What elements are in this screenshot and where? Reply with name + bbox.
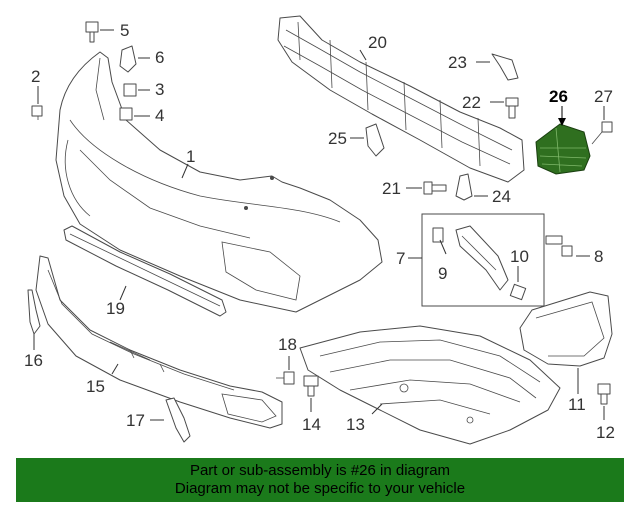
part-13-under-cover[interactable] [299,325,561,445]
callout-16: 16 [24,351,43,370]
info-banner: Part or sub-assembly is #26 in diagram D… [16,458,624,502]
callout-27: 27 [594,87,613,106]
part-22-bolt[interactable] [490,97,519,119]
part-12-clip[interactable] [597,383,611,420]
part-17-side-strip[interactable] [165,397,191,443]
part-20-bumper-beam[interactable] [277,15,525,183]
part-18-bolt[interactable] [276,356,295,385]
part-25-bracket[interactable] [350,123,385,157]
callout-26: 26 [549,87,568,106]
part-21-bolt[interactable] [406,181,447,195]
callout-8: 8 [594,247,603,266]
part-4-nut[interactable] [119,107,150,121]
callout-23: 23 [448,53,467,72]
callout-11: 11 [568,395,586,414]
callout-15: 15 [86,377,105,396]
callout-21: 21 [382,179,401,198]
callout-1: 1 [186,147,195,166]
part-16-sensor-bracket[interactable] [27,289,41,350]
banner-line-2: Diagram may not be specific to your vehi… [174,480,466,497]
part-11-side-cover[interactable] [519,291,613,394]
part-14-clip[interactable] [303,375,319,412]
callout-2: 2 [31,67,40,86]
part-8-bolt[interactable] [545,235,590,257]
part-24-bracket[interactable] [455,173,488,201]
callout-5: 5 [120,21,129,40]
part-15-lower-valance[interactable] [35,255,283,429]
callout-24: 24 [492,187,511,206]
part-2-bolt[interactable] [31,86,43,120]
part-23-bracket[interactable] [476,53,519,81]
callout-9: 9 [438,264,447,283]
banner-line-1: Part or sub-assembly is #26 in diagram [189,462,451,479]
callout-22: 22 [462,93,481,112]
callout-20: 20 [368,33,387,52]
part-27-bolt[interactable] [591,106,613,145]
callout-18: 18 [278,335,297,354]
callout-25: 25 [328,129,347,148]
callout-19: 19 [106,299,125,318]
part-19-molding-strip[interactable] [63,225,227,317]
callout-6: 6 [155,48,164,67]
callout-labels: 5 6 3 4 2 1 20 23 22 25 21 24 26 27 7 9 … [24,21,615,442]
part-26-body [535,123,591,175]
part-1-bumper-cover[interactable] [55,51,383,313]
part-7-bracket-group[interactable] [408,213,545,307]
callout-4: 4 [155,106,164,125]
leader-lines [111,49,519,421]
callout-7: 7 [396,249,405,268]
part-5-clip[interactable] [85,21,114,43]
callout-12: 12 [596,423,615,442]
part-3-nut[interactable] [123,83,150,97]
part-6-bracket[interactable] [119,45,150,73]
callout-14: 14 [302,415,321,434]
callout-3: 3 [155,80,164,99]
part-26-highlighted[interactable] [535,106,591,175]
callout-10: 10 [510,247,529,266]
callout-13: 13 [346,415,365,434]
callout-17: 17 [126,411,145,430]
